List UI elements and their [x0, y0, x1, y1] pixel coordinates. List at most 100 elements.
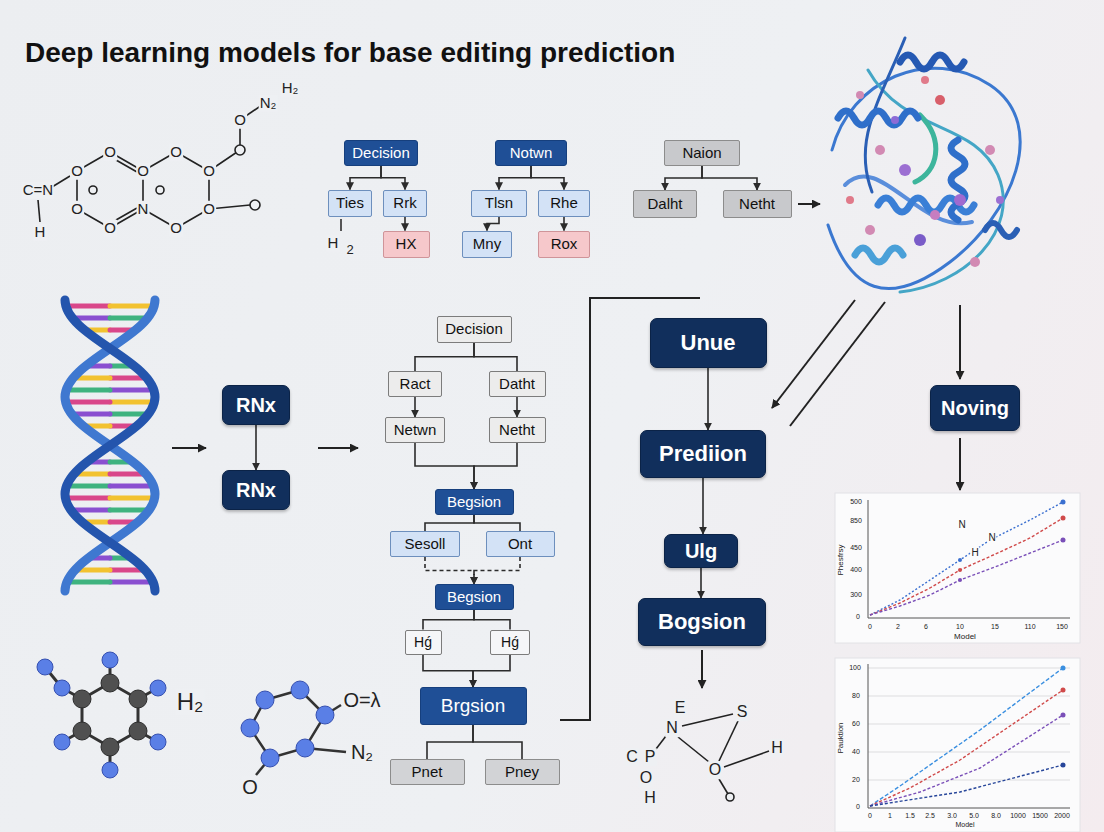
protein-illustration-part: [985, 223, 1017, 237]
line-chart-part: [870, 690, 1063, 806]
tree-node: Tlsn: [471, 190, 527, 217]
axis-title: Pauktion: [837, 721, 846, 754]
protein-illustration-part: [828, 68, 1020, 288]
line-chart-part: [835, 658, 1080, 832]
flow-arrow-part: [340, 219, 342, 231]
protein-illustration-part: [899, 164, 911, 176]
line-chart-part: [1061, 516, 1066, 521]
tree-node: Dalht: [633, 190, 697, 218]
dna-helix-part: [110, 400, 154, 405]
line-chart-part: [870, 668, 1063, 806]
connector: [381, 166, 405, 190]
chemical-structure-part: [52, 176, 70, 187]
node-text: Notwn: [510, 144, 553, 161]
protein-illustration-part: [891, 116, 899, 124]
process-box: Begsion: [435, 584, 514, 610]
line-chart-part: [870, 715, 1063, 806]
atom-label: O: [136, 163, 150, 180]
dna-helix-part: [65, 300, 155, 591]
node-text: Decision: [445, 320, 503, 337]
flow-arrow-part: [798, 203, 820, 205]
tree-node: Hǵ: [405, 630, 442, 655]
tree-node: Rhe: [538, 190, 590, 217]
node-text: Dalht: [647, 195, 682, 212]
chemical-structure-part: [724, 751, 769, 767]
node-text: Begsion: [447, 493, 501, 510]
atom-label: O: [103, 220, 117, 237]
small-molecule-part: [261, 749, 279, 767]
line-chart-part: [1061, 688, 1066, 693]
small-molecule-part: [316, 706, 334, 724]
axis-tick: 15: [990, 623, 1000, 631]
flow-arrow-part: [172, 447, 206, 449]
connector: [665, 166, 702, 190]
dna-helix-part: [65, 496, 110, 501]
stage-box: RNx: [222, 470, 290, 510]
axis-tick: 400: [849, 566, 863, 574]
chemical-structure-part: [235, 145, 245, 155]
protein-illustration-part: [915, 115, 936, 182]
axis-tick: 1: [887, 812, 893, 820]
axis-tick: 110: [1023, 623, 1036, 631]
dna-helix: [65, 300, 155, 591]
process-box: Decision: [344, 140, 418, 166]
atom-label: O: [169, 220, 183, 237]
node-text: Netht: [739, 195, 775, 212]
node-text: Bogsion: [658, 609, 746, 634]
node-text: Hǵ: [414, 634, 432, 650]
connector: [423, 655, 473, 688]
node-text: Netwn: [394, 421, 437, 438]
chemical-structure-part: [38, 200, 40, 222]
connector: [415, 443, 474, 489]
line-chart: [835, 493, 1080, 643]
line-chart-part: [868, 724, 1070, 725]
atom-label: H: [770, 739, 784, 757]
tree-node: Datht: [489, 371, 546, 397]
small-molecule-part: [291, 681, 309, 699]
flow-arrow: [172, 204, 960, 720]
node-text: Naion: [682, 144, 721, 161]
node-text: Pney: [505, 763, 539, 780]
axis-tick: 1000: [1009, 812, 1027, 820]
connector: [423, 610, 474, 630]
atom-label: 2: [345, 243, 354, 257]
node-text: Sesoll: [405, 535, 446, 552]
connector: [531, 166, 564, 190]
tree-node: Netht: [723, 190, 792, 218]
atom-label: N₂: [350, 741, 374, 763]
line-chart-part: [1061, 713, 1066, 718]
ball-stick-molecule: [37, 652, 166, 778]
connector: [563, 217, 565, 231]
ball-stick-molecule-part: [73, 690, 91, 708]
stage-box: Noving: [930, 385, 1020, 431]
flow-arrow-part: [701, 650, 703, 688]
atom-label: H₂: [281, 80, 300, 97]
tree-node: Ract: [388, 371, 442, 397]
stage-box: Bogsion: [638, 598, 766, 646]
atom-label: O: [169, 144, 183, 161]
axis-tick: 100: [848, 664, 862, 672]
protein-illustration: [828, 38, 1020, 292]
chemical-structure-part: [156, 186, 164, 194]
axis-title: Model: [953, 633, 977, 642]
node-text: Noving: [941, 397, 1009, 420]
line-chart-part: [1061, 538, 1066, 543]
dna-helix-part: [67, 580, 110, 585]
node-text: Mny: [473, 235, 501, 252]
process-box: Begsion: [435, 489, 514, 515]
connector: [473, 655, 510, 688]
atom-label: P: [644, 748, 657, 766]
atom-label: O: [103, 144, 117, 161]
atom-label: O: [708, 761, 722, 779]
node-text: Prediion: [659, 441, 747, 466]
ball-stick-molecule-part: [129, 722, 147, 740]
ball-stick-molecule-part: [54, 734, 70, 750]
axis-tick: 1500: [1031, 812, 1049, 820]
atom-label: N: [665, 719, 679, 737]
connector: [474, 343, 517, 372]
protein-illustration-part: [856, 91, 864, 99]
node-text: Netht: [499, 421, 535, 438]
process-box: Brgsion: [420, 687, 527, 725]
axis-tick: 0: [855, 803, 861, 811]
node-text: Hǵ: [501, 634, 519, 650]
